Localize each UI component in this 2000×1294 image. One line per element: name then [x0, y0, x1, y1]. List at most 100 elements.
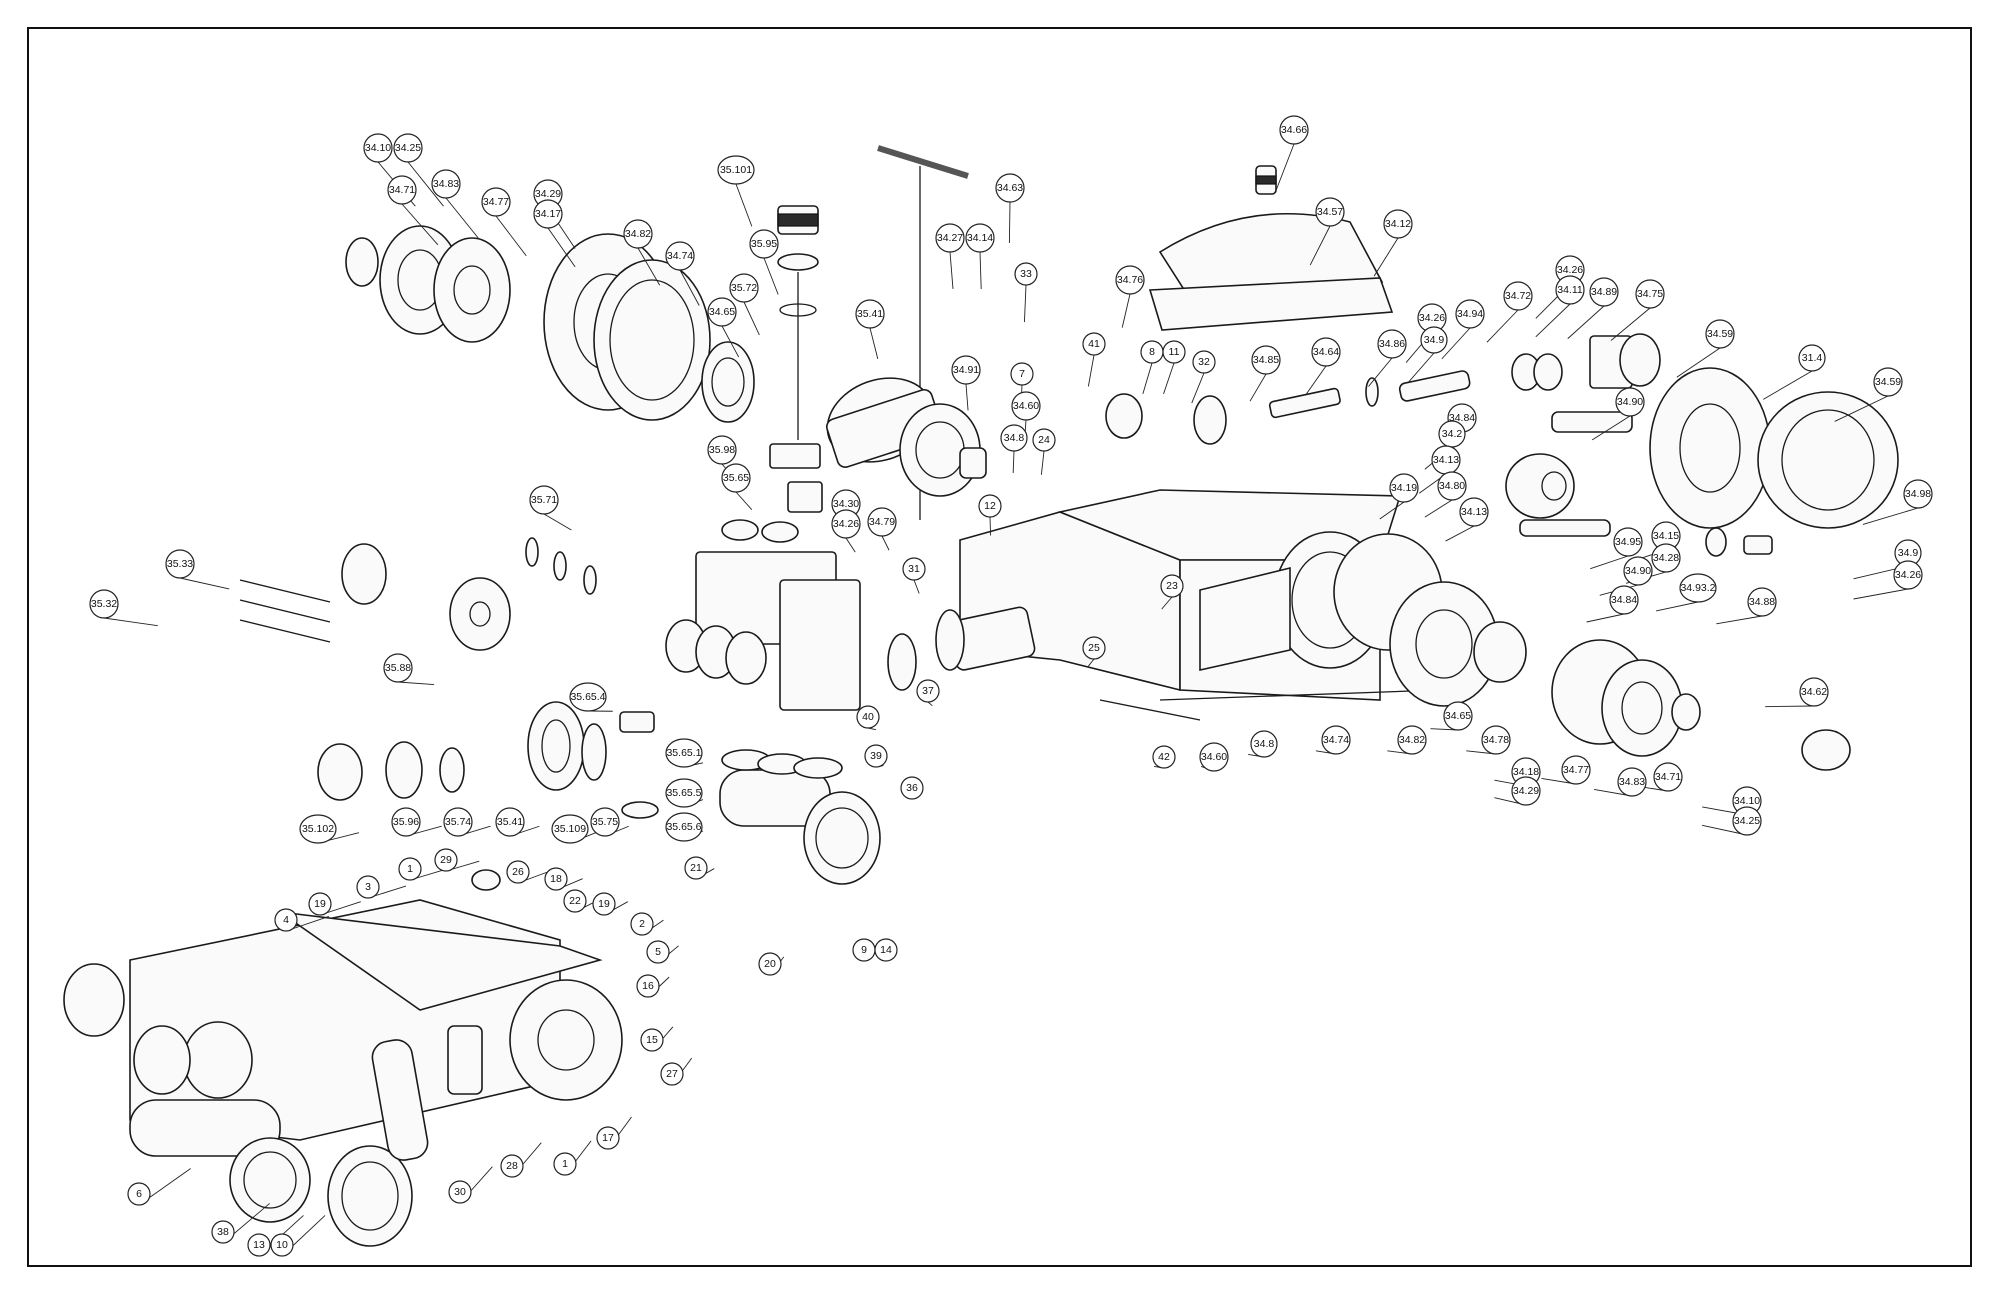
- top-cover: [1148, 165, 1394, 331]
- callout-circle: [900, 776, 924, 800]
- callout-circle: [529, 485, 559, 515]
- callout-circle: [636, 974, 660, 998]
- callout-number: 18: [550, 873, 562, 885]
- callout-bubble: 34.83: [431, 169, 461, 199]
- leader-line: [1591, 415, 1631, 441]
- callout-bubble: 34.80: [1437, 471, 1467, 501]
- callout-number: 19: [598, 898, 610, 910]
- callout-number: 34.8: [1254, 738, 1275, 750]
- callout-circle: [544, 867, 568, 891]
- fluid-end-module: [665, 519, 861, 711]
- leader-line: [1012, 450, 1015, 473]
- callout-bubble: 31.4: [1798, 344, 1826, 372]
- callout-bubble: 35.95: [749, 229, 779, 259]
- callout-bubble: 34.63: [995, 173, 1025, 203]
- callout-circle: [867, 507, 897, 537]
- leader-line: [1309, 225, 1331, 266]
- callout-circle: [1798, 344, 1826, 372]
- callout-bubble: 34.89: [1589, 277, 1619, 307]
- callout-number: 34.13: [1461, 506, 1487, 518]
- callout-circle: [551, 814, 589, 844]
- callout-bubble: 18: [544, 867, 568, 891]
- callout-number: 35.33: [167, 558, 193, 570]
- callout-bubble: 21: [684, 856, 708, 880]
- callout-bubble: 34.59: [1705, 319, 1735, 349]
- callout-number: 35.65.6: [666, 821, 701, 833]
- callout-number: 34.79: [869, 516, 895, 528]
- callout-number: 34.59: [1875, 376, 1901, 388]
- callout-bubble: 34.27: [935, 223, 965, 253]
- callout-bubble: 1: [553, 1152, 577, 1176]
- callout-bubble: 35.41: [495, 807, 525, 837]
- callout-bubble: 34.25: [1732, 806, 1762, 836]
- callout-bubble: 35.102: [299, 814, 337, 844]
- callout-bubble: 35.109: [551, 814, 589, 844]
- callout-bubble: 34.74: [1321, 725, 1351, 755]
- callout-number: 34.86: [1379, 338, 1405, 350]
- leader-line: [495, 215, 527, 257]
- callout-number: 34.10: [1734, 795, 1760, 807]
- callout-bubble: 23: [1160, 574, 1184, 598]
- callout-bubble: 13: [247, 1233, 271, 1257]
- callout-number: 34.62: [1801, 686, 1827, 698]
- callout-bubble: 34.9: [1894, 539, 1922, 567]
- callout-number: 30: [454, 1186, 466, 1198]
- callout-number: 35.72: [731, 282, 757, 294]
- callout-number: 42: [1158, 751, 1170, 763]
- callout-circle: [308, 892, 332, 916]
- valve-stack: [769, 205, 823, 513]
- callout-number: 34.93.2: [1680, 582, 1715, 594]
- callout-bubble: 24: [1032, 428, 1056, 452]
- callout-number: 17: [602, 1132, 614, 1144]
- callout-circle: [1455, 299, 1485, 329]
- callout-number: 22: [569, 895, 581, 907]
- callout-number: 34.11: [1557, 284, 1583, 296]
- callout-bubble: 34.26: [1893, 560, 1923, 590]
- crankshaft-parts: [1105, 333, 1899, 557]
- callout-bubble: 34.57: [1315, 197, 1345, 227]
- callout-number: 10: [276, 1239, 288, 1251]
- callout-circle: [1192, 350, 1216, 374]
- callout-circle: [270, 1233, 294, 1257]
- callout-circle: [1635, 279, 1665, 309]
- callout-number: 34.89: [1591, 286, 1617, 298]
- callout-bubble: 34.72: [1503, 281, 1533, 311]
- callout-number: 34.26: [833, 518, 859, 530]
- callout-circle: [729, 273, 759, 303]
- callout-bubble: 34.66: [1279, 115, 1309, 145]
- callout-circle: [856, 705, 880, 729]
- callout-circle: [1311, 337, 1341, 367]
- callout-circle: [506, 860, 530, 884]
- callout-circle: [247, 1233, 271, 1257]
- callout-circle: [592, 892, 616, 916]
- callout-number: 20: [764, 958, 776, 970]
- callout-number: 29: [440, 854, 452, 866]
- callout-number: 34.27: [937, 232, 963, 244]
- leader-line: [735, 183, 753, 227]
- callout-number: 27: [666, 1068, 678, 1080]
- callout-circle: [1653, 762, 1683, 792]
- callout-number: 12: [984, 500, 996, 512]
- callout-number: 35.71: [531, 494, 557, 506]
- callout-bubble: 34.82: [1397, 725, 1427, 755]
- pinion-housing: [826, 377, 987, 497]
- callout-circle: [758, 952, 782, 976]
- callout-bubble: 41: [1082, 332, 1106, 356]
- leader-line: [1040, 450, 1045, 475]
- callout-bubble: 12: [978, 494, 1002, 518]
- leader-line: [845, 537, 856, 553]
- callout-number: 34.64: [1313, 346, 1339, 358]
- callout-circle: [1893, 560, 1923, 590]
- callout-bubble: 34.98: [1903, 479, 1933, 509]
- callout-circle: [431, 169, 461, 199]
- callout-circle: [1503, 281, 1533, 311]
- callout-number: 13: [253, 1239, 265, 1251]
- callout-circle: [623, 219, 653, 249]
- callout-bubble: 34.60: [1199, 742, 1229, 772]
- callout-bubble: 35.33: [165, 549, 195, 579]
- callout-number: 36: [906, 782, 918, 794]
- callout-bubble: 10: [270, 1233, 294, 1257]
- callout-circle: [1383, 209, 1413, 239]
- callout-circle: [1315, 197, 1345, 227]
- callout-number: 35.75: [592, 816, 618, 828]
